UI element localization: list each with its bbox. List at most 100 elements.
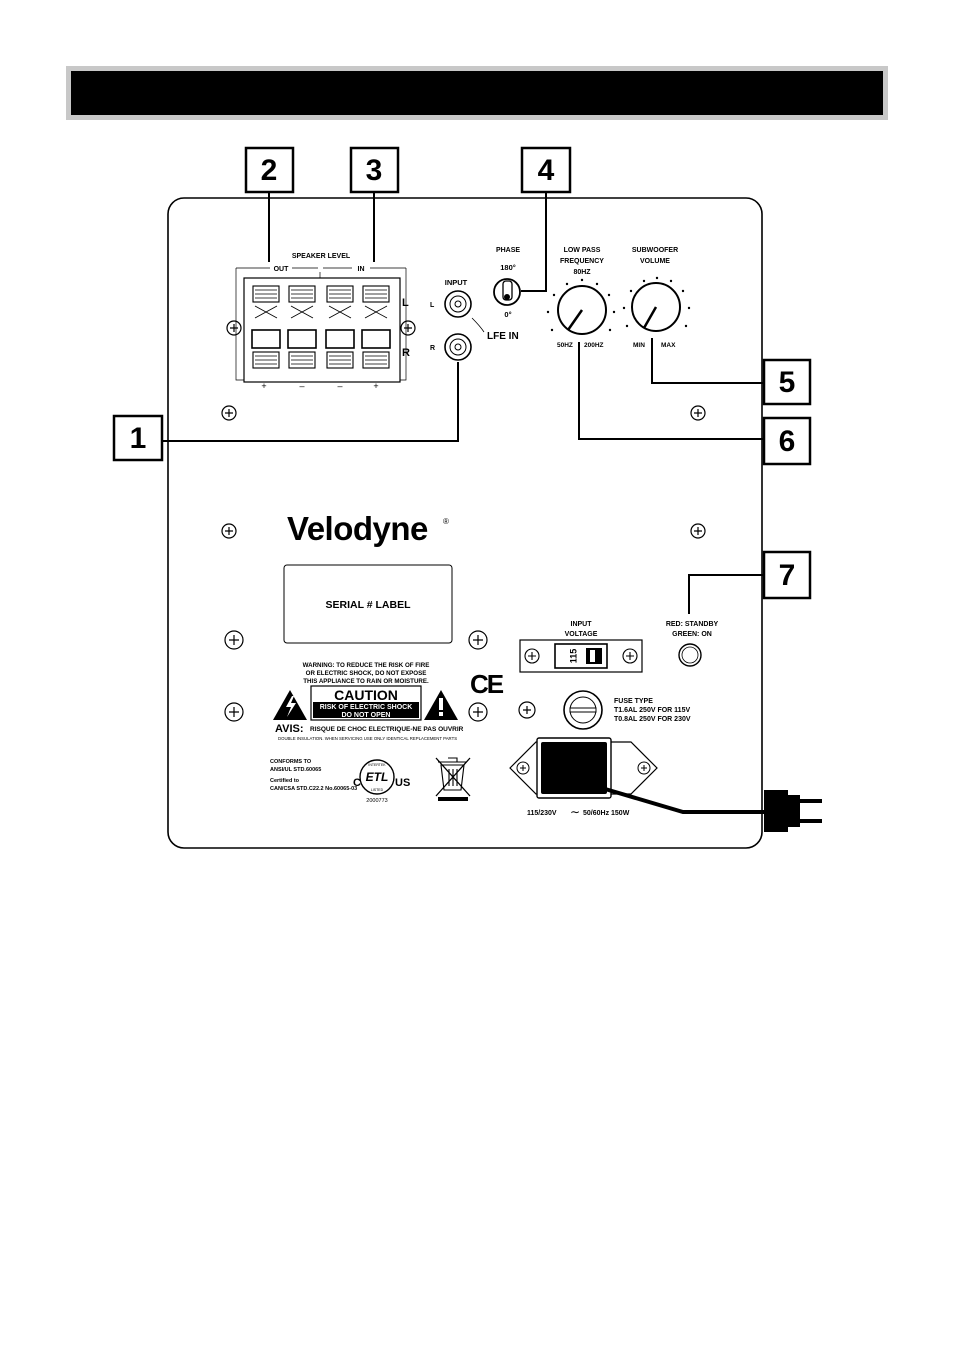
- lfe-in-label: LFE IN: [487, 331, 519, 342]
- callout-number: 6: [779, 425, 796, 458]
- conformity-line3: Certified to: [270, 778, 300, 784]
- rca-jack-left[interactable]: [444, 290, 472, 318]
- weee-bin-icon: [435, 757, 471, 801]
- speaker-plus-label: +: [373, 381, 378, 391]
- etl-us-label: US: [395, 777, 410, 789]
- callout-boxes: 1 2 3 4 5 6 7: [112, 146, 812, 600]
- screw-icon: [468, 702, 488, 722]
- power-ac-symbol: ∼: [570, 805, 580, 819]
- input-voltage-line1: INPUT: [571, 621, 593, 628]
- etl-listed-mark: ETL INTERTEK LISTED: [359, 759, 395, 795]
- rca-jack-right[interactable]: [444, 333, 472, 361]
- low-pass-min-label: 50HZ: [557, 342, 573, 349]
- knob-ticks: [546, 278, 616, 332]
- phase-title: PHASE: [496, 247, 520, 254]
- low-pass-frequency-knob[interactable]: [557, 285, 607, 335]
- callout-box: [349, 146, 400, 194]
- fuse-holder[interactable]: [563, 690, 603, 730]
- speaker-terminals: [251, 285, 391, 369]
- callout-number: 1: [130, 422, 147, 455]
- callout-box: [244, 146, 295, 194]
- speaker-out-label: OUT: [274, 266, 290, 273]
- low-pass-line1: LOW PASS: [564, 247, 601, 254]
- subwoofer-volume-knob[interactable]: [631, 282, 681, 332]
- fuse-line3: T0.8AL 250V FOR 230V: [614, 716, 691, 723]
- caution-line2: DO NOT OPEN: [341, 712, 390, 719]
- conformity-line1: CONFORMS TO: [270, 759, 312, 765]
- screw-icon: [518, 701, 536, 719]
- power-voltage: 115/230V: [527, 810, 557, 817]
- callout-box: [112, 414, 164, 462]
- callout-number: 3: [366, 154, 383, 187]
- callout-leaders: [163, 192, 764, 614]
- serial-label-box: [283, 564, 453, 644]
- phase-0-label: 0°: [504, 310, 511, 319]
- low-pass-max-label: 200HZ: [584, 342, 604, 349]
- input-voltage-line2: VOLTAGE: [565, 631, 598, 638]
- phase-switch[interactable]: [493, 278, 521, 306]
- screw-icon: [224, 630, 244, 650]
- avis-label: AVIS:: [275, 723, 304, 735]
- speaker-terminal[interactable]: [287, 285, 317, 369]
- volume-line1: SUBWOOFER: [632, 247, 678, 254]
- led-label-line2: GREEN: ON: [672, 631, 712, 638]
- speaker-in-label: IN: [358, 266, 365, 273]
- power-cord: [594, 784, 770, 814]
- lightning-warning-icon: [273, 690, 307, 720]
- caution-band: [313, 702, 419, 718]
- exclamation-warning-icon: [424, 690, 458, 720]
- callout-number: 5: [779, 366, 796, 399]
- speaker-terminal[interactable]: [251, 285, 281, 369]
- screw-icon: [226, 320, 242, 336]
- callout-number: 7: [779, 559, 796, 592]
- screw-icon: [221, 523, 237, 539]
- power-inlet[interactable]: [509, 737, 658, 799]
- etl-mark-text: ETL: [366, 770, 389, 784]
- screw-icon: [524, 648, 638, 664]
- low-pass-line3: 80HZ: [573, 269, 591, 276]
- callout-box: [762, 550, 812, 600]
- knob-ticks: [622, 276, 691, 328]
- power-spec: 50/60Hz 150W: [583, 810, 630, 817]
- header-title: [71, 71, 883, 115]
- screw-icon: [690, 405, 706, 421]
- ce-mark: CE: [470, 669, 504, 699]
- avis-small-text: DOUBLE INSULATION. WHEN SERVICING USE ON…: [278, 736, 457, 741]
- etl-c-label: C: [353, 777, 361, 789]
- input-voltage-switch[interactable]: [554, 643, 608, 669]
- warning-line1: WARNING: TO REDUCE THE RISK OF FIRE: [303, 662, 430, 669]
- conformity-line2: ANSI/UL STD.60065: [270, 767, 321, 773]
- input-left-label: L: [430, 302, 435, 309]
- callout-box: [762, 416, 812, 466]
- brand-logo: Velodyne: [287, 510, 428, 547]
- callout-box: [520, 146, 572, 194]
- screw-icon: [400, 320, 416, 336]
- input-voltage-value: 115: [568, 649, 578, 664]
- speaker-plus-label: +: [261, 381, 266, 391]
- callout-number: 4: [538, 154, 555, 187]
- phase-180-label: 180°: [500, 263, 516, 272]
- conformity-line4: CAN/CSA STD.C22.2 No.60065-03: [270, 786, 357, 792]
- speaker-minus-label: –: [299, 381, 304, 391]
- caution-title: CAUTION: [334, 687, 398, 703]
- speaker-level-bracket: [235, 267, 407, 381]
- status-led: [678, 643, 702, 667]
- etl-arc-bottom: LISTED: [371, 788, 384, 792]
- brand-registered-mark: ®: [443, 517, 449, 526]
- panel-screws: [221, 320, 706, 722]
- caution-line1: RISK OF ELECTRIC SHOCK: [320, 704, 413, 711]
- screw-icon: [690, 523, 706, 539]
- screw-icon: [221, 405, 237, 421]
- volume-line2: VOLUME: [640, 258, 670, 265]
- speaker-terminal[interactable]: [325, 285, 355, 369]
- speaker-terminal[interactable]: [361, 285, 391, 369]
- low-pass-line2: FREQUENCY: [560, 258, 604, 265]
- avis-text: RISQUE DE CHOC ELECTRIQUE-NE PAS OUVRIR: [310, 726, 464, 733]
- speaker-level-title: SPEAKER LEVEL: [292, 253, 351, 260]
- callout-box: [762, 358, 812, 406]
- volume-min-label: MIN: [633, 342, 645, 349]
- input-title: INPUT: [445, 278, 468, 287]
- warning-line2: OR ELECTRIC SHOCK, DO NOT EXPOSE: [306, 670, 427, 677]
- speaker-minus-label: –: [337, 381, 342, 391]
